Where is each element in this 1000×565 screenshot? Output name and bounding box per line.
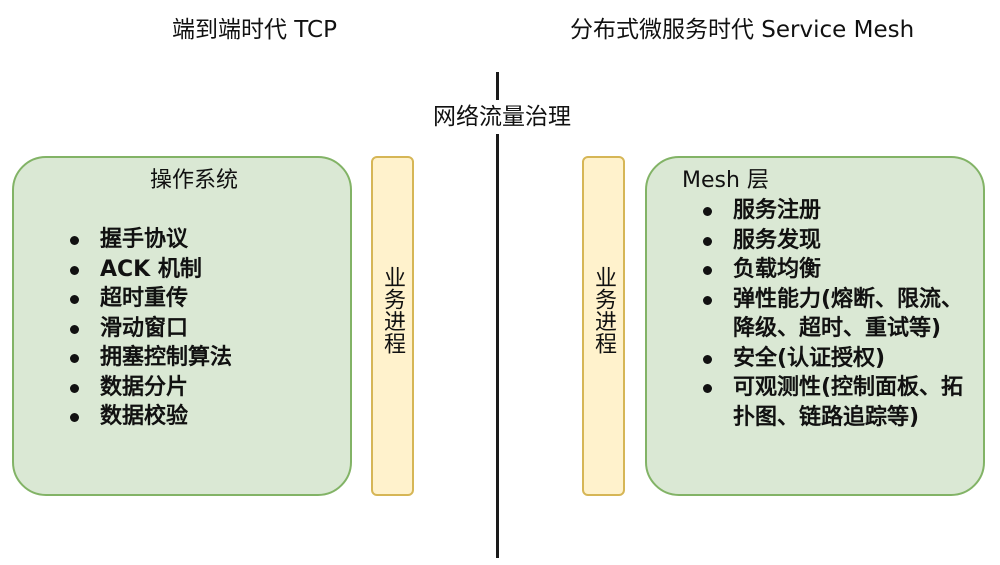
bullet-icon: [703, 207, 712, 216]
operating-system-title: 操作系统: [150, 168, 239, 193]
list-item: ACK 机制: [68, 255, 338, 285]
tcp-feature-list: 握手协议 ACK 机制 超时重传 滑动窗口 拥塞控制算法 数据分片 数据校验: [68, 225, 338, 432]
business-process-label: 业务进程: [591, 266, 616, 354]
bullet-icon: [70, 354, 79, 363]
list-item: 服务注册: [701, 196, 981, 226]
list-item: 数据分片: [68, 373, 338, 403]
bullet-icon: [703, 295, 712, 305]
mesh-layer-box: Mesh 层 服务注册 服务发现 负载均衡 弹性能力(熔断、限流、降级、超时、重…: [645, 156, 985, 496]
list-item: 拥塞控制算法: [68, 343, 338, 373]
list-item: 数据校验: [68, 402, 338, 432]
mesh-layer-title: Mesh 层: [682, 168, 769, 193]
business-process-box-left: 业务进程: [371, 156, 414, 496]
list-item: 服务发现: [701, 226, 981, 256]
bullet-icon: [703, 384, 712, 393]
mesh-feature-list: 服务注册 服务发现 负载均衡 弹性能力(熔断、限流、降级、超时、重试等) 安全(…: [701, 196, 981, 432]
bullet-icon: [703, 236, 712, 246]
business-process-label: 业务进程: [380, 266, 405, 354]
era-divider-line: [496, 72, 499, 558]
bullet-icon: [70, 265, 79, 275]
bullet-icon: [703, 354, 712, 364]
list-item: 超时重传: [68, 284, 338, 314]
list-item: 负载均衡: [701, 255, 981, 285]
bullet-icon: [70, 324, 79, 334]
operating-system-box: 操作系统 握手协议 ACK 机制 超时重传 滑动窗口 拥塞控制算法 数据分片 数…: [12, 156, 352, 496]
bullet-icon: [70, 413, 79, 422]
bullet-icon: [70, 236, 79, 245]
traffic-governance-label: 网络流量治理: [422, 100, 582, 134]
list-item: 滑动窗口: [68, 314, 338, 344]
list-item: 弹性能力(熔断、限流、降级、超时、重试等): [701, 285, 981, 344]
list-item: 握手协议: [68, 225, 338, 255]
list-item: 可观测性(控制面板、拓扑图、链路追踪等): [701, 373, 981, 432]
bullet-icon: [70, 383, 79, 393]
list-item: 安全(认证授权): [701, 344, 981, 374]
bullet-icon: [703, 266, 712, 275]
bullet-icon: [70, 295, 79, 304]
business-process-box-right: 业务进程: [582, 156, 625, 496]
service-mesh-era-heading: 分布式微服务时代 Service Mesh: [570, 17, 915, 43]
tcp-era-heading: 端到端时代 TCP: [172, 17, 337, 43]
